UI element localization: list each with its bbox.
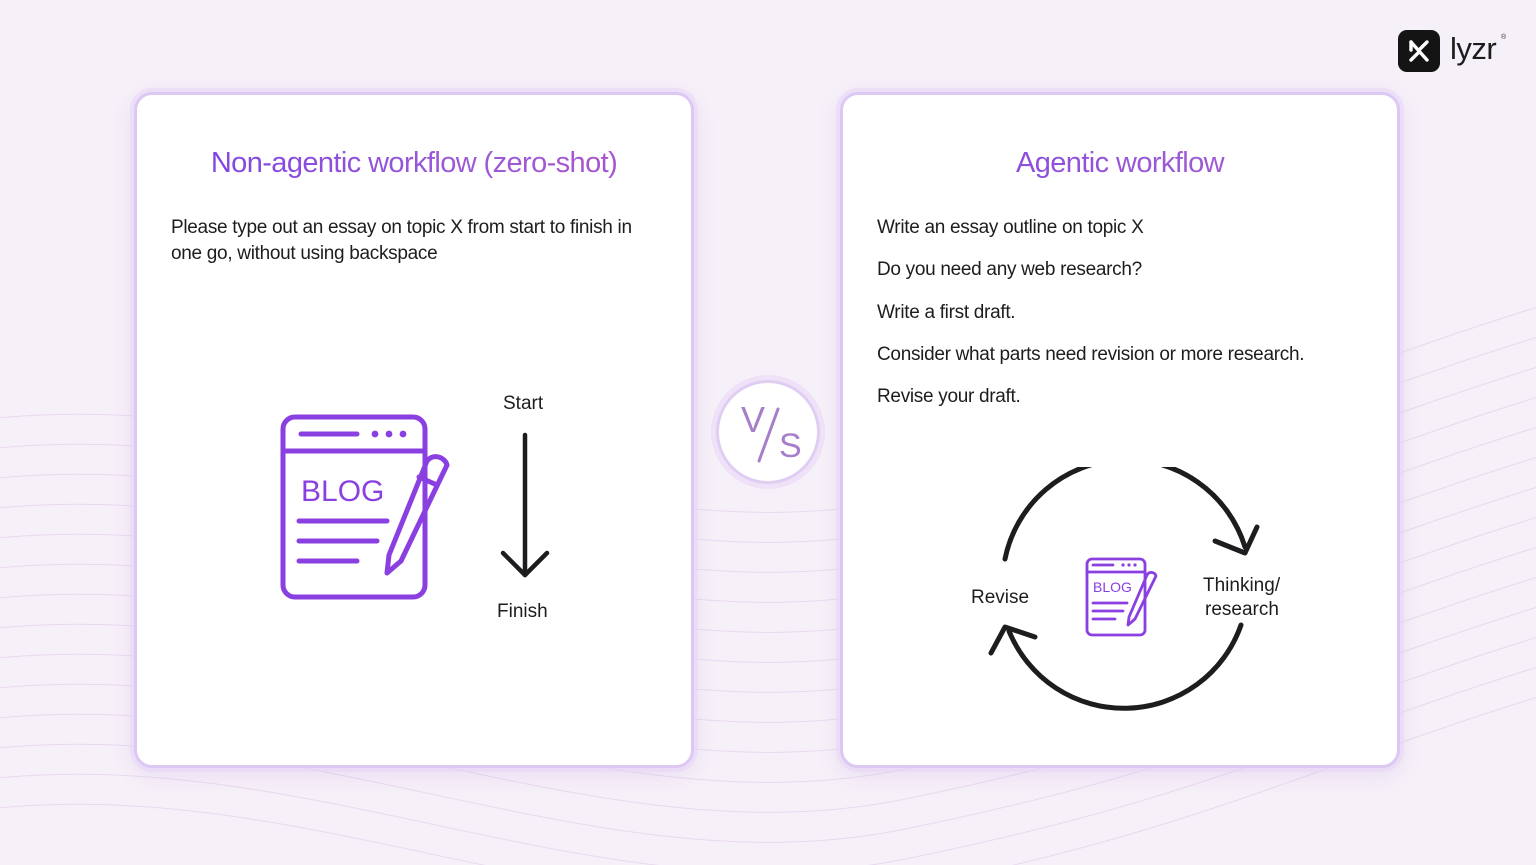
versus-badge: V S — [716, 380, 820, 484]
agentic-card: Agentic workflow Write an essay outline … — [840, 92, 1400, 768]
agentic-step: Write an essay outline on topic X — [877, 217, 1144, 238]
flow-start-label: Start — [503, 393, 544, 414]
arrow-down-icon — [500, 432, 550, 578]
blog-editor-icon: BLOG — [1085, 557, 1158, 637]
versus-v: V — [741, 399, 766, 440]
agentic-steps: Write an essay outline on topic X Do you… — [877, 215, 1304, 426]
non-agentic-prompt: Please type out an essay on topic X from… — [171, 217, 632, 264]
versus-s: S — [779, 427, 802, 465]
agentic-title: Agentic workflow — [843, 147, 1397, 180]
cycle-arrows-icon — [988, 467, 1260, 711]
blog-label: BLOG — [1093, 579, 1132, 595]
versus-slash-icon — [757, 407, 780, 463]
brand-name: lyzr — [1450, 31, 1497, 66]
cycle-thinking-label: Thinking/ — [1203, 575, 1281, 596]
flow-finish-label: Finish — [497, 601, 548, 622]
agentic-step: Revise your draft. — [877, 386, 1021, 408]
agentic-step: Do you need any web research? — [877, 259, 1142, 281]
registered-mark: ® — [1501, 34, 1507, 41]
cycle-revise-label: Revise — [971, 587, 1030, 608]
cycle-research-label: research — [1205, 599, 1279, 620]
brand-logo: lyzr ® — [1398, 30, 1508, 74]
blog-label: BLOG — [301, 475, 384, 508]
non-agentic-title: Non-agentic workflow (zero-shot) — [137, 147, 691, 180]
non-agentic-card: Non-agentic workflow (zero-shot) Please … — [134, 92, 694, 768]
blog-editor-icon: BLOG — [280, 414, 450, 600]
agentic-step: Write a first draft. — [877, 301, 1016, 323]
agentic-step: Consider what parts need revision or mor… — [877, 343, 1305, 365]
lyzr-logo-icon — [1398, 30, 1440, 72]
